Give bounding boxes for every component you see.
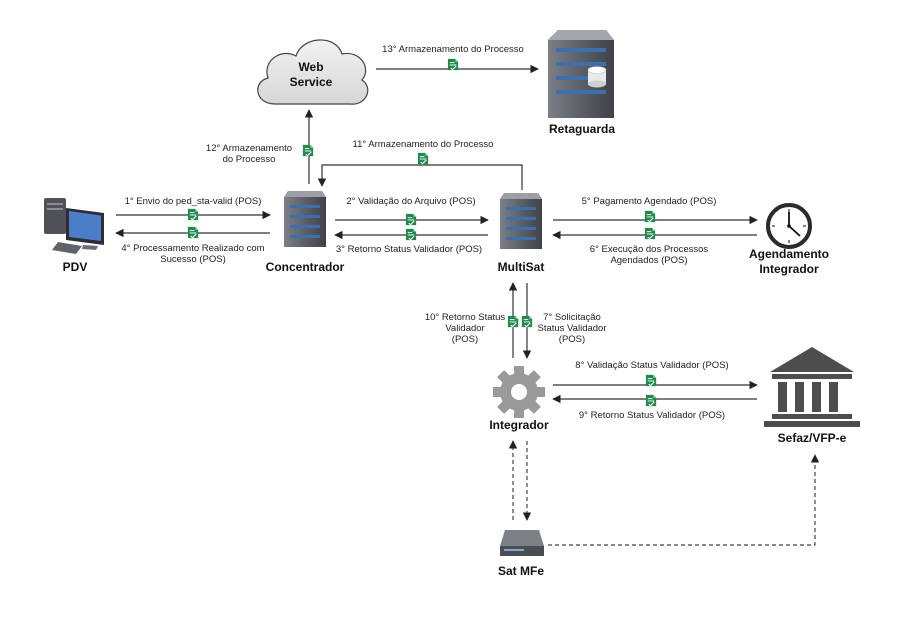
step-12-label-line1: 12° Armazenamento — [206, 143, 292, 154]
webservice-label-line2: Service — [290, 75, 333, 89]
step-3-label: 3° Retorno Status Validador (POS) — [336, 244, 482, 255]
retaguarda-label: Retaguarda — [549, 122, 615, 136]
step-13-label: 13° Armazenamento do Processo — [382, 44, 524, 55]
document-icon — [302, 144, 314, 157]
document-icon — [417, 152, 429, 165]
webservice-label-line1: Web — [298, 60, 323, 74]
document-icon — [405, 228, 417, 241]
clock-icon — [766, 203, 812, 249]
document-icon — [405, 213, 417, 226]
step-1-label: 1° Envio do ped_sta-valid (POS) — [125, 196, 262, 207]
document-icon — [447, 58, 459, 71]
arrow-satmfe-sefaz — [548, 454, 820, 546]
document-icon — [645, 394, 657, 407]
document-icon — [521, 315, 533, 328]
pdv-label: PDV — [63, 260, 88, 274]
sat-mfe-device-icon — [500, 530, 544, 556]
step-2-label: 2° Validação do Arquivo (POS) — [346, 196, 475, 207]
document-icon — [645, 374, 657, 387]
agendamento-label-line2: Integrador — [759, 262, 819, 276]
agendamento-label-line1: Agendamento — [749, 247, 829, 261]
integrador-label: Integrador — [489, 418, 549, 432]
step-12-label-line2: do Processo — [223, 154, 276, 165]
multisat-label: MultiSat — [498, 260, 545, 274]
step-8-label: 8° Validação Status Validador (POS) — [575, 360, 728, 371]
sefaz-bank-icon — [764, 347, 860, 427]
step-7-label-line3: (POS) — [559, 334, 585, 345]
step-7-label-line2: Status Validador — [537, 323, 606, 334]
arrow-s11 — [317, 164, 523, 190]
concentrador-server-icon — [284, 191, 326, 247]
document-icon — [507, 315, 519, 328]
document-icon — [187, 226, 199, 239]
step-5-label: 5° Pagamento Agendado (POS) — [582, 196, 717, 207]
multisat-server-icon — [500, 193, 542, 249]
step-4-label-line1: 4° Processamento Realizado com — [121, 243, 264, 254]
document-icon — [187, 208, 199, 221]
step-4-label-line2: Sucesso (POS) — [160, 254, 225, 265]
step-11-label: 11° Armazenamento do Processo — [353, 139, 494, 150]
step-10-label-line2: Validador — [445, 323, 484, 334]
step-6-label-line2: Agendados (POS) — [610, 255, 687, 266]
document-icon — [644, 210, 656, 223]
satmfe-label: Sat MFe — [498, 564, 544, 578]
web-service-cloud-icon — [257, 39, 369, 105]
pdv-computer-icon — [44, 198, 104, 254]
sefaz-label: Sefaz/VFP-e — [778, 431, 847, 445]
retaguarda-server-icon — [548, 30, 614, 118]
step-6-label-line1: 6° Execução dos Processos — [590, 244, 709, 255]
step-10-label-line3: (POS) — [452, 334, 478, 345]
concentrador-label: Concentrador — [266, 260, 345, 274]
step-7-label-line1: 7° Solicitação — [543, 312, 601, 323]
step-9-label: 9° Retorno Status Validador (POS) — [579, 410, 725, 421]
integrador-gear-icon — [493, 366, 545, 418]
document-icon — [644, 227, 656, 240]
step-10-label-line1: 10° Retorno Status — [425, 312, 506, 323]
